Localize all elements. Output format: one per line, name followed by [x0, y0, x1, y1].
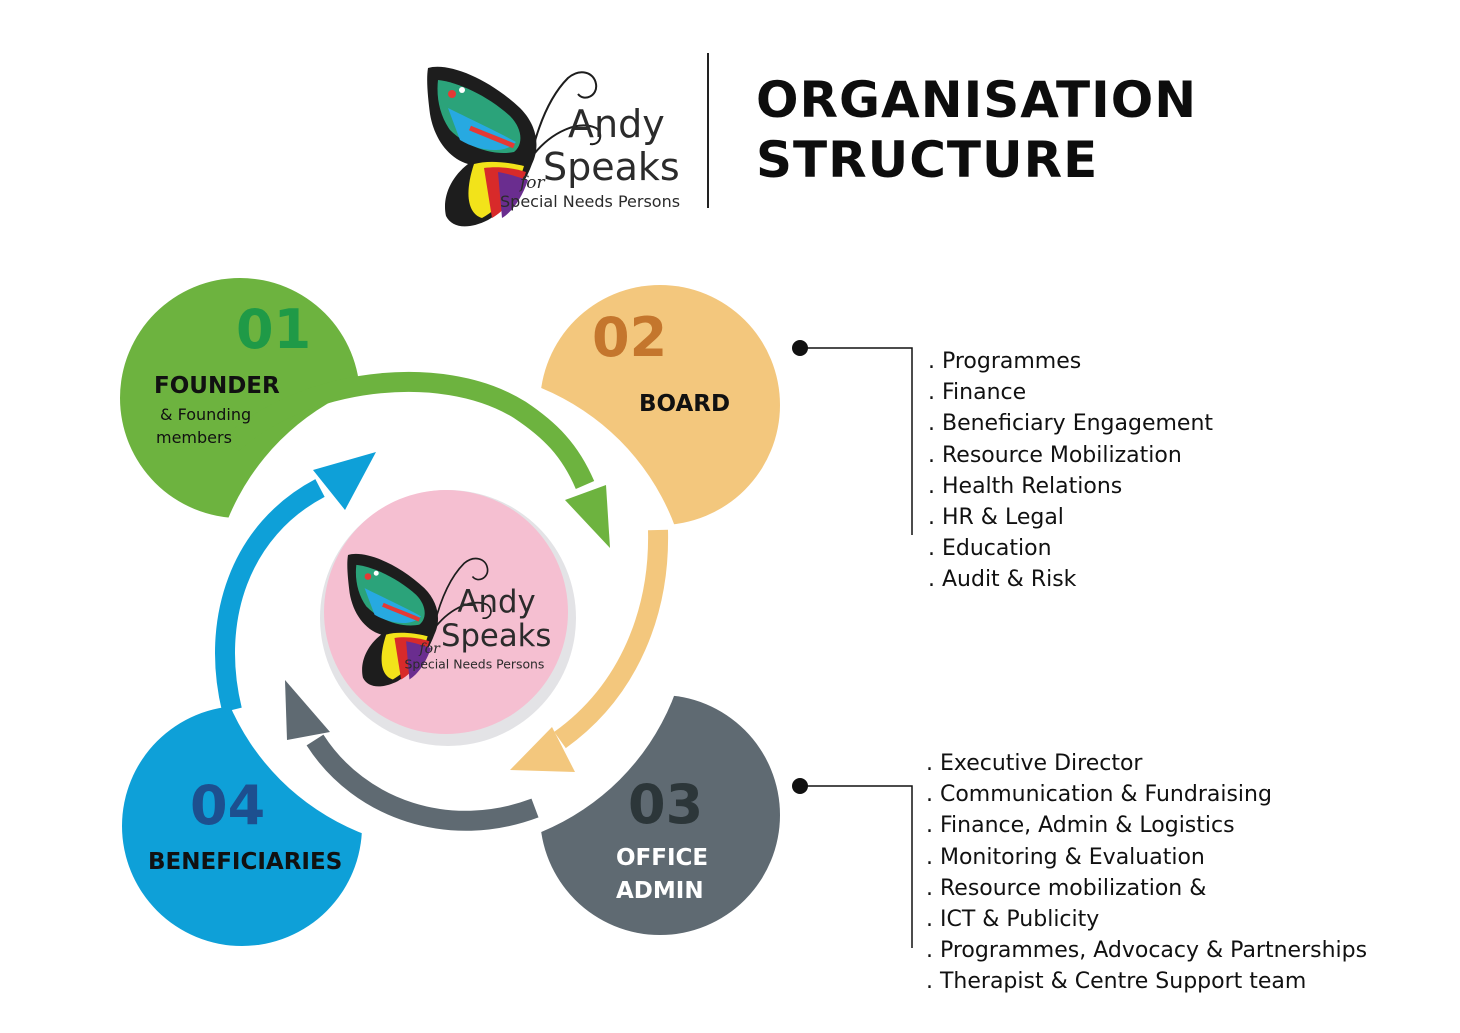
node-admin-label-2: ADMIN	[616, 878, 704, 904]
list-item: . Executive Director	[926, 751, 1143, 776]
arrow-yellow-head	[510, 727, 575, 772]
header-divider	[707, 53, 709, 208]
board-list: . Programmes . Finance . Beneficiary Eng…	[928, 346, 1213, 596]
list-item: . Programmes	[928, 349, 1082, 374]
logo-for: for	[518, 173, 546, 193]
node-beneficiaries-number: 04	[190, 774, 266, 837]
center-logo-for: for	[418, 641, 441, 657]
board-connector	[792, 340, 913, 535]
node-admin-number: 03	[628, 773, 704, 836]
arrow-blue	[215, 479, 325, 713]
list-item: . Resource mobilization &	[926, 875, 1207, 901]
arrow-green	[225, 371, 595, 490]
admin-list: . Executive Director . Communication & F…	[926, 748, 1367, 998]
list-item: . Resource Mobilization	[928, 442, 1182, 468]
page-title-line2: STRUCTURE	[756, 131, 1099, 189]
logo-name2: Speaks	[543, 145, 680, 189]
node-founder-number: 01	[236, 298, 312, 361]
list-item: . Programmes, Advocacy & Partnerships	[926, 938, 1368, 964]
arrow-yellow	[554, 529, 669, 749]
list-item: . Health Relations	[928, 473, 1123, 499]
page-title-line1: ORGANISATION	[756, 71, 1198, 129]
list-item: . ICT & Publicity	[926, 907, 1100, 933]
node-admin-label-1: OFFICE	[616, 845, 709, 871]
center-logo-name: Andy	[458, 584, 536, 620]
arrow-grey	[306, 734, 539, 831]
list-item: . Finance, Admin & Logistics	[926, 813, 1235, 839]
header-logo: Andy Speaks for Special Needs Persons	[427, 67, 680, 227]
admin-connector	[792, 778, 913, 948]
node-board-number: 02	[592, 306, 668, 369]
arrow-green-head	[565, 485, 610, 548]
list-item: . Education	[928, 536, 1052, 562]
list-item: . Audit & Risk	[928, 567, 1077, 593]
center-logo: Andy Speaks for Special Needs Persons	[347, 554, 551, 687]
page-title: ORGANISATION STRUCTURE	[756, 70, 1197, 190]
arrow-grey-head	[285, 680, 330, 740]
center-logo-tagline: Special Needs Persons	[404, 657, 544, 672]
logo-tagline: Special Needs Persons	[500, 192, 680, 211]
node-founder-label: FOUNDER	[154, 373, 280, 399]
center-logo-name2: Speaks	[441, 618, 551, 654]
cycle-arrows	[215, 371, 669, 831]
list-item: . Beneficiary Engagement	[928, 411, 1214, 437]
list-item: . Communication & Fundraising	[926, 782, 1272, 808]
node-founder-sub-2: members	[156, 428, 232, 447]
arrow-blue-head	[313, 452, 376, 510]
list-item: . Finance	[928, 380, 1027, 406]
list-item: . Therapist & Centre Support team	[926, 969, 1307, 995]
node-board-label: BOARD	[639, 391, 731, 417]
logo-name: Andy	[568, 102, 665, 146]
node-beneficiaries-label: BENEFICIARIES	[148, 849, 343, 875]
list-item: . HR & Legal	[928, 505, 1064, 531]
node-founder-sub-1: & Founding	[160, 405, 252, 424]
list-item: . Monitoring & Evaluation	[926, 844, 1205, 870]
